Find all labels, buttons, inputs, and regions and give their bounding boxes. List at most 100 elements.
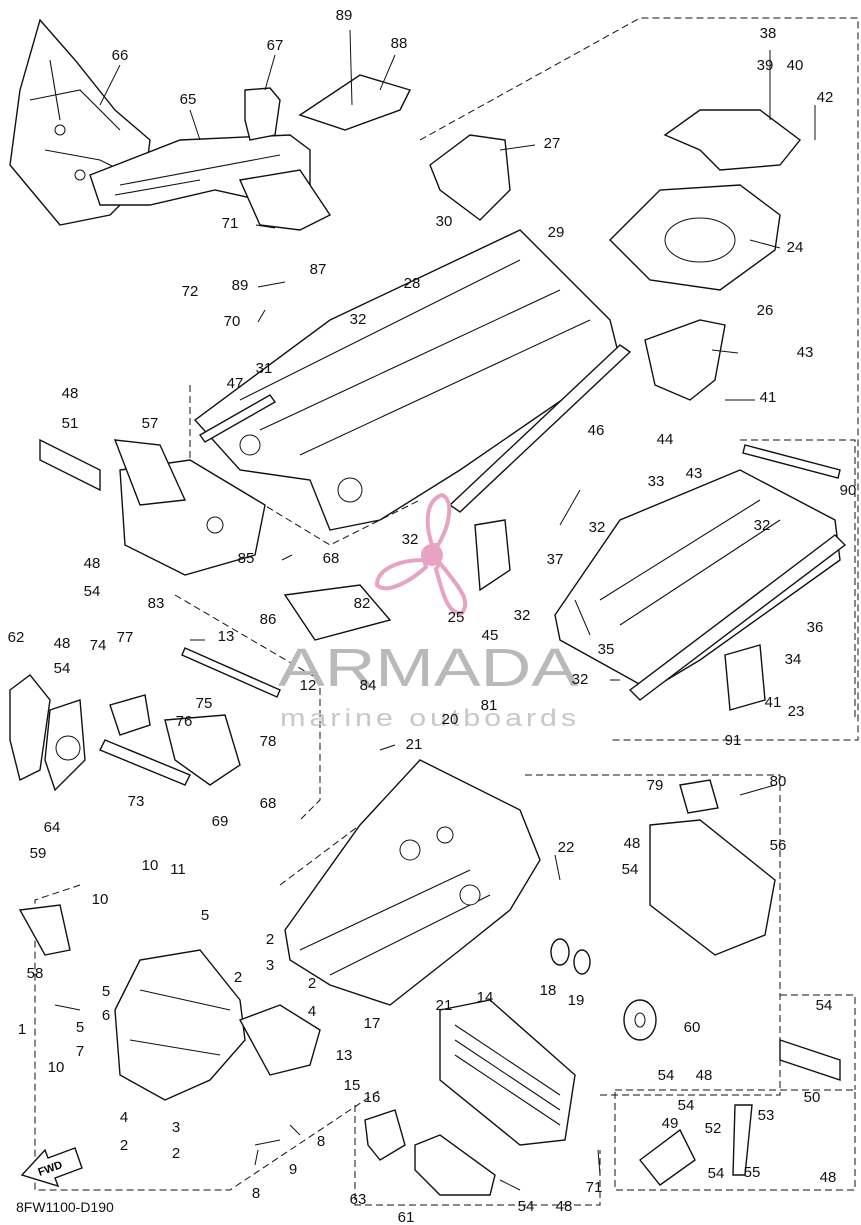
callout-54: 54 [518, 1198, 535, 1215]
callout-32: 32 [350, 311, 367, 328]
part-50-plate [779, 1039, 841, 1081]
callout-5: 5 [201, 907, 209, 924]
part-63-cover [364, 1109, 406, 1161]
callout-62: 62 [8, 629, 25, 646]
callout-89: 89 [336, 7, 353, 24]
part-main-tunnel [193, 229, 621, 531]
watermark: ARMADA marine outboards [278, 492, 580, 732]
callout-13: 13 [336, 1047, 353, 1064]
callout-6: 6 [102, 1007, 110, 1024]
logo-blade-left [374, 557, 429, 591]
part-84-plate [283, 584, 392, 641]
callout-88: 88 [391, 35, 408, 52]
part-90-strip [742, 444, 841, 479]
callout-59: 59 [30, 845, 47, 862]
part-34-plate [724, 644, 766, 711]
callout-13: 13 [218, 628, 235, 645]
callout-21: 21 [436, 997, 453, 1014]
callout-90: 90 [840, 482, 857, 499]
callout-34: 34 [785, 651, 802, 668]
callout-80: 80 [770, 773, 787, 790]
callout-11: 11 [170, 861, 186, 878]
part-67-bracket [244, 87, 281, 141]
callout-16: 16 [364, 1089, 381, 1106]
callout-68: 68 [260, 795, 277, 812]
callout-91: 91 [725, 732, 742, 749]
part-front-lower-frame [114, 949, 321, 1101]
callout-2: 2 [172, 1145, 180, 1162]
callout-54: 54 [54, 660, 71, 677]
callout-72: 72 [182, 283, 199, 300]
callout-17: 17 [364, 1015, 381, 1032]
callout-2: 2 [308, 975, 316, 992]
callout-44: 44 [657, 431, 674, 448]
part-62-guard [9, 674, 51, 782]
callout-66: 66 [112, 47, 129, 64]
fwd-arrow-icon [20, 1147, 83, 1188]
callout-54: 54 [658, 1067, 675, 1084]
callout-82: 82 [354, 595, 371, 612]
callout-61: 61 [398, 1209, 415, 1225]
callout-18: 18 [540, 982, 557, 999]
callout-51: 51 [62, 415, 79, 432]
callout-2: 2 [120, 1137, 128, 1154]
callout-5: 5 [102, 983, 110, 1000]
callout-54: 54 [708, 1165, 725, 1182]
callout-9: 9 [289, 1161, 297, 1178]
callout-89: 89 [232, 277, 249, 294]
watermark-tagline: marine outboards [280, 705, 580, 732]
callout-49: 49 [662, 1115, 679, 1132]
part-65-upper-bracket [89, 134, 332, 231]
leader-lines [54, 29, 816, 1191]
callout-48: 48 [624, 835, 641, 852]
callout-48: 48 [62, 385, 79, 402]
callout-4: 4 [308, 1003, 316, 1020]
callout-81: 81 [481, 697, 498, 714]
callout-53: 53 [758, 1107, 775, 1124]
callout-71: 71 [222, 215, 239, 232]
callout-10: 10 [48, 1059, 65, 1076]
callout-19: 19 [568, 992, 585, 1009]
callout-48: 48 [84, 555, 101, 572]
callout-75: 75 [196, 695, 213, 712]
callout-54: 54 [84, 583, 101, 600]
callout-3: 3 [266, 957, 274, 974]
callout-41: 41 [765, 694, 782, 711]
callout-73: 73 [128, 793, 145, 810]
callout-60: 60 [684, 1019, 701, 1036]
callout-12: 12 [300, 677, 317, 694]
part-14-panel [439, 999, 576, 1146]
callout-22: 22 [558, 839, 575, 856]
part-76-bracket [109, 694, 151, 736]
part-79-clip [679, 779, 719, 814]
callout-48: 48 [820, 1169, 837, 1186]
callout-35: 35 [598, 641, 615, 658]
part-51-plate [39, 438, 101, 492]
part-33-36-side-panel [554, 469, 847, 701]
part-56-bracket [649, 819, 776, 956]
part-38-bracket [663, 109, 801, 171]
callout-54: 54 [622, 861, 639, 878]
callout-43: 43 [686, 465, 703, 482]
callout-67: 67 [267, 37, 284, 54]
callout-1: 1 [18, 1021, 26, 1038]
callout-45: 45 [482, 627, 499, 644]
part-61-guide [414, 1134, 496, 1196]
callout-10: 10 [92, 891, 109, 908]
callout-52: 52 [705, 1120, 722, 1137]
callout-32: 32 [402, 531, 419, 548]
callout-71: 71 [586, 1179, 603, 1196]
callout-7: 7 [76, 1043, 84, 1060]
callout-23: 23 [788, 703, 805, 720]
part-center-frame [284, 759, 541, 1006]
part-53-bracket [732, 1104, 753, 1176]
callout-37: 37 [547, 551, 564, 568]
part-46-rail [448, 344, 632, 513]
part-57-bracket [113, 439, 266, 576]
callout-21: 21 [406, 736, 423, 753]
logo-hub [421, 544, 443, 566]
part-26-gusset [644, 319, 726, 401]
callout-87: 87 [310, 261, 327, 278]
callout-55: 55 [744, 1164, 761, 1181]
